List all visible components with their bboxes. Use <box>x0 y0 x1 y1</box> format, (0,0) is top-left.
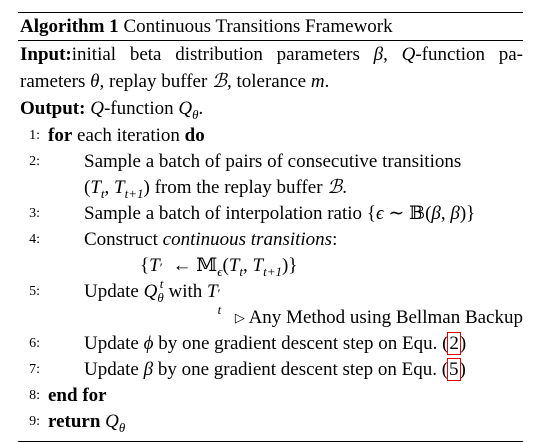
comment-text: Any Method using Bellman Backup <box>248 307 523 328</box>
q-symbol: Q <box>401 44 416 65</box>
output-text-part: -function <box>103 98 174 119</box>
step-text: Sample a batch of interpolation ratio <box>84 203 363 224</box>
step-6: 6: Update ϕ by one gradient descent step… <box>18 331 523 357</box>
algorithm-block: Algorithm 1 Continuous Transitions Frame… <box>18 12 523 442</box>
q-theta-symbol: Qθ <box>178 98 199 122</box>
input-text-part: rameters <box>20 71 86 92</box>
step-text: Update <box>84 281 139 302</box>
keyword-return: return <box>48 411 101 432</box>
step-text: Update <box>84 359 139 380</box>
comment-triangle-icon: ▷ <box>234 310 245 325</box>
equation-ref-link[interactable]: 2 <box>447 332 461 355</box>
step-9: 9: return Qθ <box>18 409 523 435</box>
line-number: 9: <box>29 414 40 429</box>
q-theta-symbol: Qθ <box>105 411 126 435</box>
step-text-italic: continuous transitions <box>162 229 333 250</box>
line-number: 2: <box>29 154 40 169</box>
top-rule <box>18 12 523 13</box>
input-section: Input:initial beta distribution paramete… <box>20 44 524 92</box>
input-text-part: -function pa- <box>415 44 524 65</box>
algorithm-steps: 1: for each iteration do 2: Sample a bat… <box>18 123 523 435</box>
beta-symbol: β <box>143 359 154 380</box>
algorithm-name: Continuous Transitions Framework <box>123 16 393 37</box>
step-text: Construct <box>84 229 158 250</box>
equation-ref-link[interactable]: 5 <box>447 358 461 381</box>
step-text: by one gradient descent step on Equ. <box>158 333 438 354</box>
line-number: 4: <box>29 232 40 247</box>
input-text-part: , tolerance <box>226 71 307 92</box>
step-7: 7: Update β by one gradient descent step… <box>18 357 523 383</box>
step-8: 8: end for <box>18 383 523 409</box>
step-5: 5: Update Qθ with T′t ▷ Any Method using… <box>18 279 523 331</box>
algorithm-title: Algorithm 1 Continuous Transitions Frame… <box>18 13 523 40</box>
keyword-for: for <box>48 125 73 146</box>
continuous-transition-symbol: T′t <box>207 281 222 317</box>
transition-pair: (Tt, Tt+1) <box>84 177 150 201</box>
step-text: each iteration <box>72 125 185 146</box>
line-number: 5: <box>29 284 40 299</box>
line-number: 1: <box>29 128 40 143</box>
step-text: from the replay buffer <box>154 177 323 198</box>
theta-symbol: θ <box>90 71 100 92</box>
ratio-set: {ϵ ∼ 𝔹(β, β)} <box>366 203 476 224</box>
title-rule <box>18 40 523 41</box>
step-3: 3: Sample a batch of interpolation ratio… <box>18 201 523 227</box>
step-4: 4: Construct continuous transitions: {T′… <box>18 227 523 291</box>
q-symbol: Q <box>90 98 104 119</box>
step-1: 1: for each iteration do <box>18 123 523 149</box>
q-theta-symbol: Qθ <box>143 281 164 305</box>
input-text-part: , replay buffer <box>99 71 208 92</box>
algorithm-label: Algorithm 1 <box>20 16 119 37</box>
keyword-do: do <box>184 125 205 146</box>
output-section: Output: Q-function Qθ. <box>20 98 204 122</box>
input-label: Input: <box>20 44 72 65</box>
line-number: 7: <box>29 362 40 377</box>
mixup-expression: {T′t ← 𝕄ϵ(Tt, Tt+1)} <box>140 255 298 291</box>
step-text: Sample a batch of pairs of consecutive t… <box>84 151 462 172</box>
step-text: by one gradient descent step on Equ. <box>157 359 437 380</box>
line-number: 6: <box>29 336 40 351</box>
tolerance-symbol: m <box>310 71 325 92</box>
output-label: Output: <box>20 98 86 119</box>
step-5-comment: ▷ Any Method using Bellman Backup <box>48 305 523 331</box>
beta-symbol: β <box>373 44 384 65</box>
phi-symbol: ϕ <box>143 333 154 354</box>
buffer-symbol: ℬ <box>327 177 343 198</box>
buffer-symbol: ℬ <box>212 71 227 92</box>
step-text: with <box>168 281 203 302</box>
line-number: 8: <box>29 388 40 403</box>
keyword-end-for: end for <box>48 385 107 406</box>
step-text: Update <box>84 333 139 354</box>
line-number: 3: <box>29 206 40 221</box>
input-text-part: initial beta distribution parameters <box>71 44 360 65</box>
step-2: 2: Sample a batch of pairs of consecutiv… <box>18 149 523 201</box>
